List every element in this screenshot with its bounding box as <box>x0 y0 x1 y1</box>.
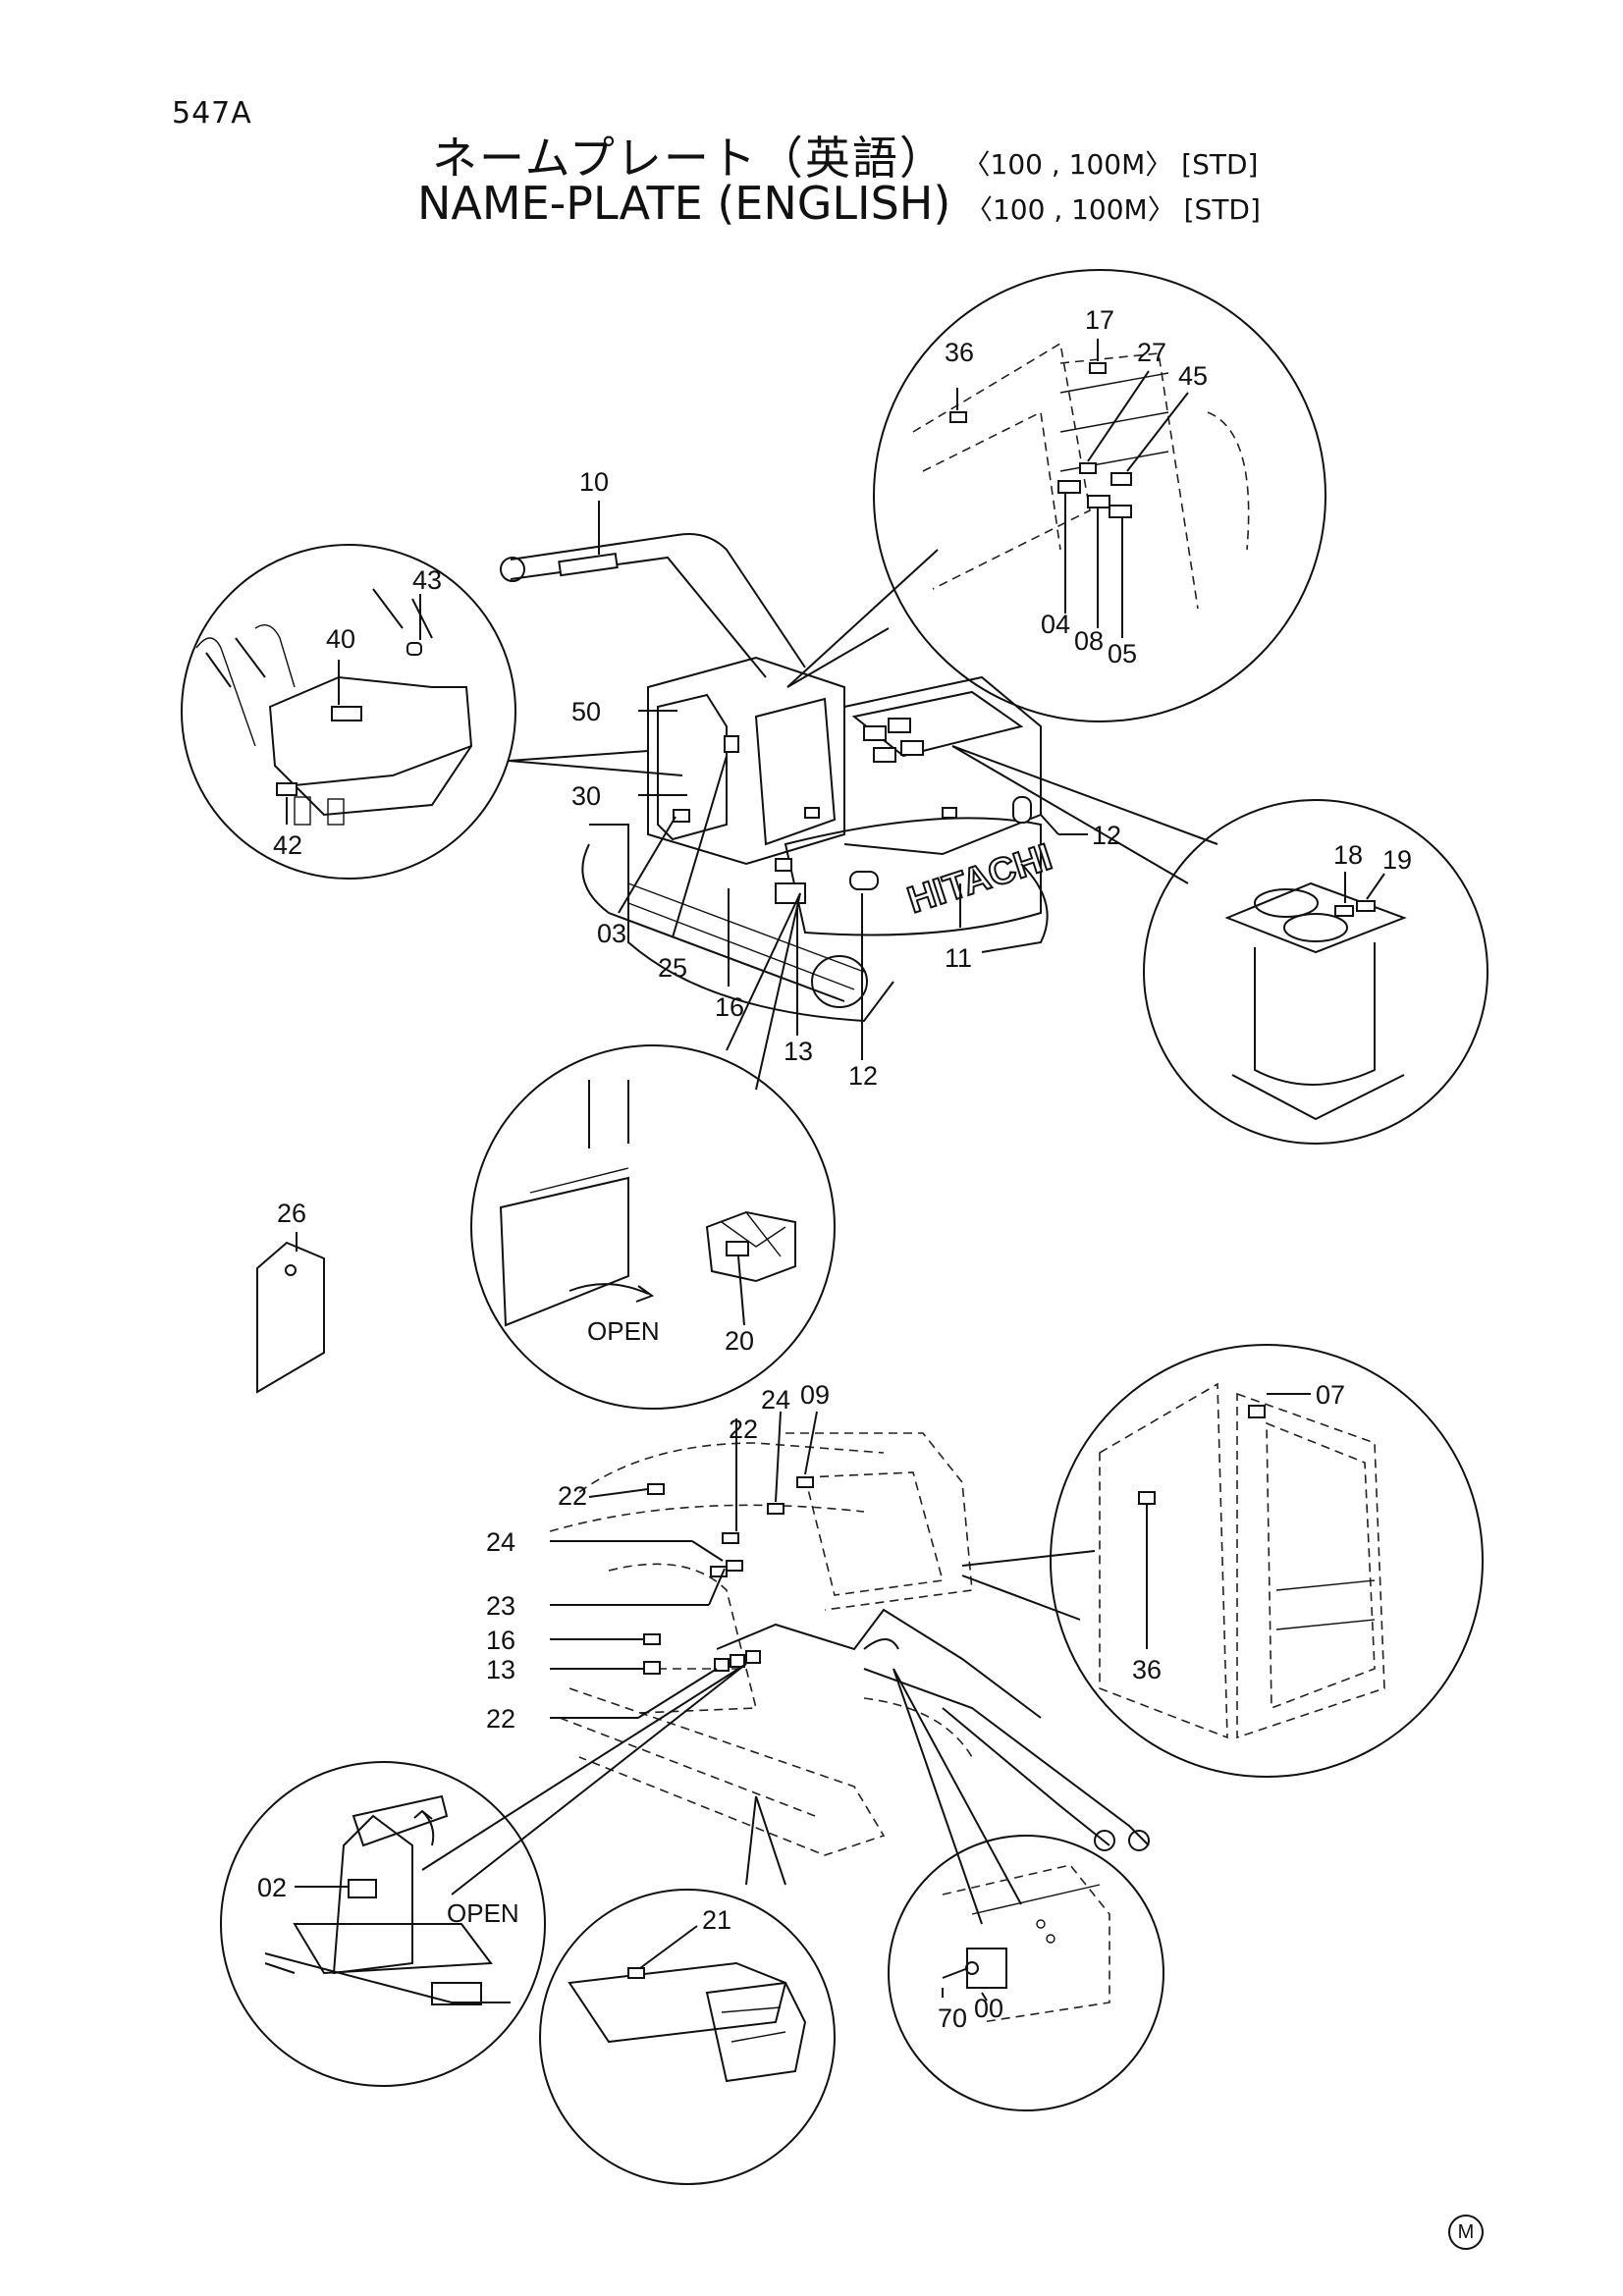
title-en-text: NAME-PLATE (ENGLISH) <box>417 177 951 230</box>
detail-circle-cab-labels <box>873 269 1326 722</box>
callout-43: 43 <box>412 565 442 595</box>
callout-09: 09 <box>800 1380 830 1410</box>
tag-26 <box>256 1232 325 1394</box>
title-jp-variant: 〈100 , 100M〉 [STD] <box>962 148 1259 181</box>
callout-40: 40 <box>326 624 355 654</box>
callout-12-lower: 12 <box>848 1061 878 1091</box>
callout-45: 45 <box>1178 361 1208 391</box>
plate-40 <box>331 706 362 721</box>
callout-08: 08 <box>1074 626 1104 656</box>
callout-22-bottom: 22 <box>486 1704 515 1734</box>
callout-04: 04 <box>1041 610 1070 639</box>
callout-12-right: 12 <box>1092 821 1121 850</box>
title-en-variant: 〈100 , 100M〉 [STD] <box>964 193 1261 226</box>
callout-00: 00 <box>974 1994 1003 2023</box>
callout-36-bottom: 36 <box>1132 1655 1162 1684</box>
title-japanese: ネームプレート（英語） 〈100 , 100M〉 [STD] <box>432 123 1258 187</box>
detail-circle-door <box>1050 1344 1484 1778</box>
callout-18: 18 <box>1333 840 1363 870</box>
callout-27: 27 <box>1137 338 1166 367</box>
upper-excavator-illustration: HITACHI <box>500 533 1057 1023</box>
callout-23: 23 <box>486 1591 515 1621</box>
callout-17: 17 <box>1085 305 1114 335</box>
upper-leader-lines <box>508 501 1218 1091</box>
open-arrow-icon <box>568 1283 649 1295</box>
callout-22-top: 22 <box>729 1415 758 1444</box>
callout-05: 05 <box>1108 639 1137 668</box>
callout-25: 25 <box>658 953 687 983</box>
callout-20: 20 <box>725 1326 754 1356</box>
callout-13: 13 <box>784 1037 813 1066</box>
open-label-compartment: OPEN <box>587 1316 660 1346</box>
callout-24-left: 24 <box>486 1527 515 1557</box>
callout-26: 26 <box>277 1199 306 1228</box>
boom-plate <box>558 553 619 577</box>
callout-21: 21 <box>702 1905 731 1935</box>
callout-19: 19 <box>1382 845 1412 875</box>
lower-excavator-illustration <box>549 1432 1150 1856</box>
callout-07: 07 <box>1316 1380 1345 1410</box>
callout-03: 03 <box>597 919 626 948</box>
callout-50: 50 <box>571 697 601 726</box>
plate-36 <box>949 411 967 423</box>
callout-22-left: 22 <box>558 1481 587 1511</box>
callout-02: 02 <box>257 1873 287 1902</box>
title-english: NAME-PLATE (ENGLISH) 〈100 , 100M〉 [STD] <box>417 177 1261 230</box>
circled-m-mark: M <box>1448 2215 1484 2250</box>
callout-16-lower: 16 <box>486 1626 515 1655</box>
open-label-toolbox: OPEN <box>447 1898 519 1928</box>
callout-10: 10 <box>579 467 609 497</box>
callout-24-top: 24 <box>761 1385 790 1415</box>
callout-42: 42 <box>273 830 302 860</box>
detail-circle-compartment <box>470 1044 836 1410</box>
detail-circle-lever-console <box>181 544 516 880</box>
callout-36-top: 36 <box>945 338 974 367</box>
callout-16: 16 <box>715 992 744 1022</box>
page-code: 547A <box>172 96 252 131</box>
callout-30: 30 <box>571 781 601 811</box>
callout-13-lower: 13 <box>486 1655 515 1684</box>
lower-leader-lines <box>421 1411 1096 1925</box>
detail-circle-serial-plate <box>888 1835 1164 2111</box>
callout-70: 70 <box>938 2003 967 2033</box>
callout-11: 11 <box>945 943 972 973</box>
callout-labels: 10 43 40 42 50 30 03 25 16 13 12 11 12 3… <box>257 305 1412 2033</box>
detail-circle-toolbox <box>220 1761 546 2087</box>
detail-circle-track-frame <box>539 1889 836 2185</box>
title-jp-text: ネームプレート（英語） <box>432 132 947 185</box>
detail-circle-tank <box>1143 799 1488 1145</box>
